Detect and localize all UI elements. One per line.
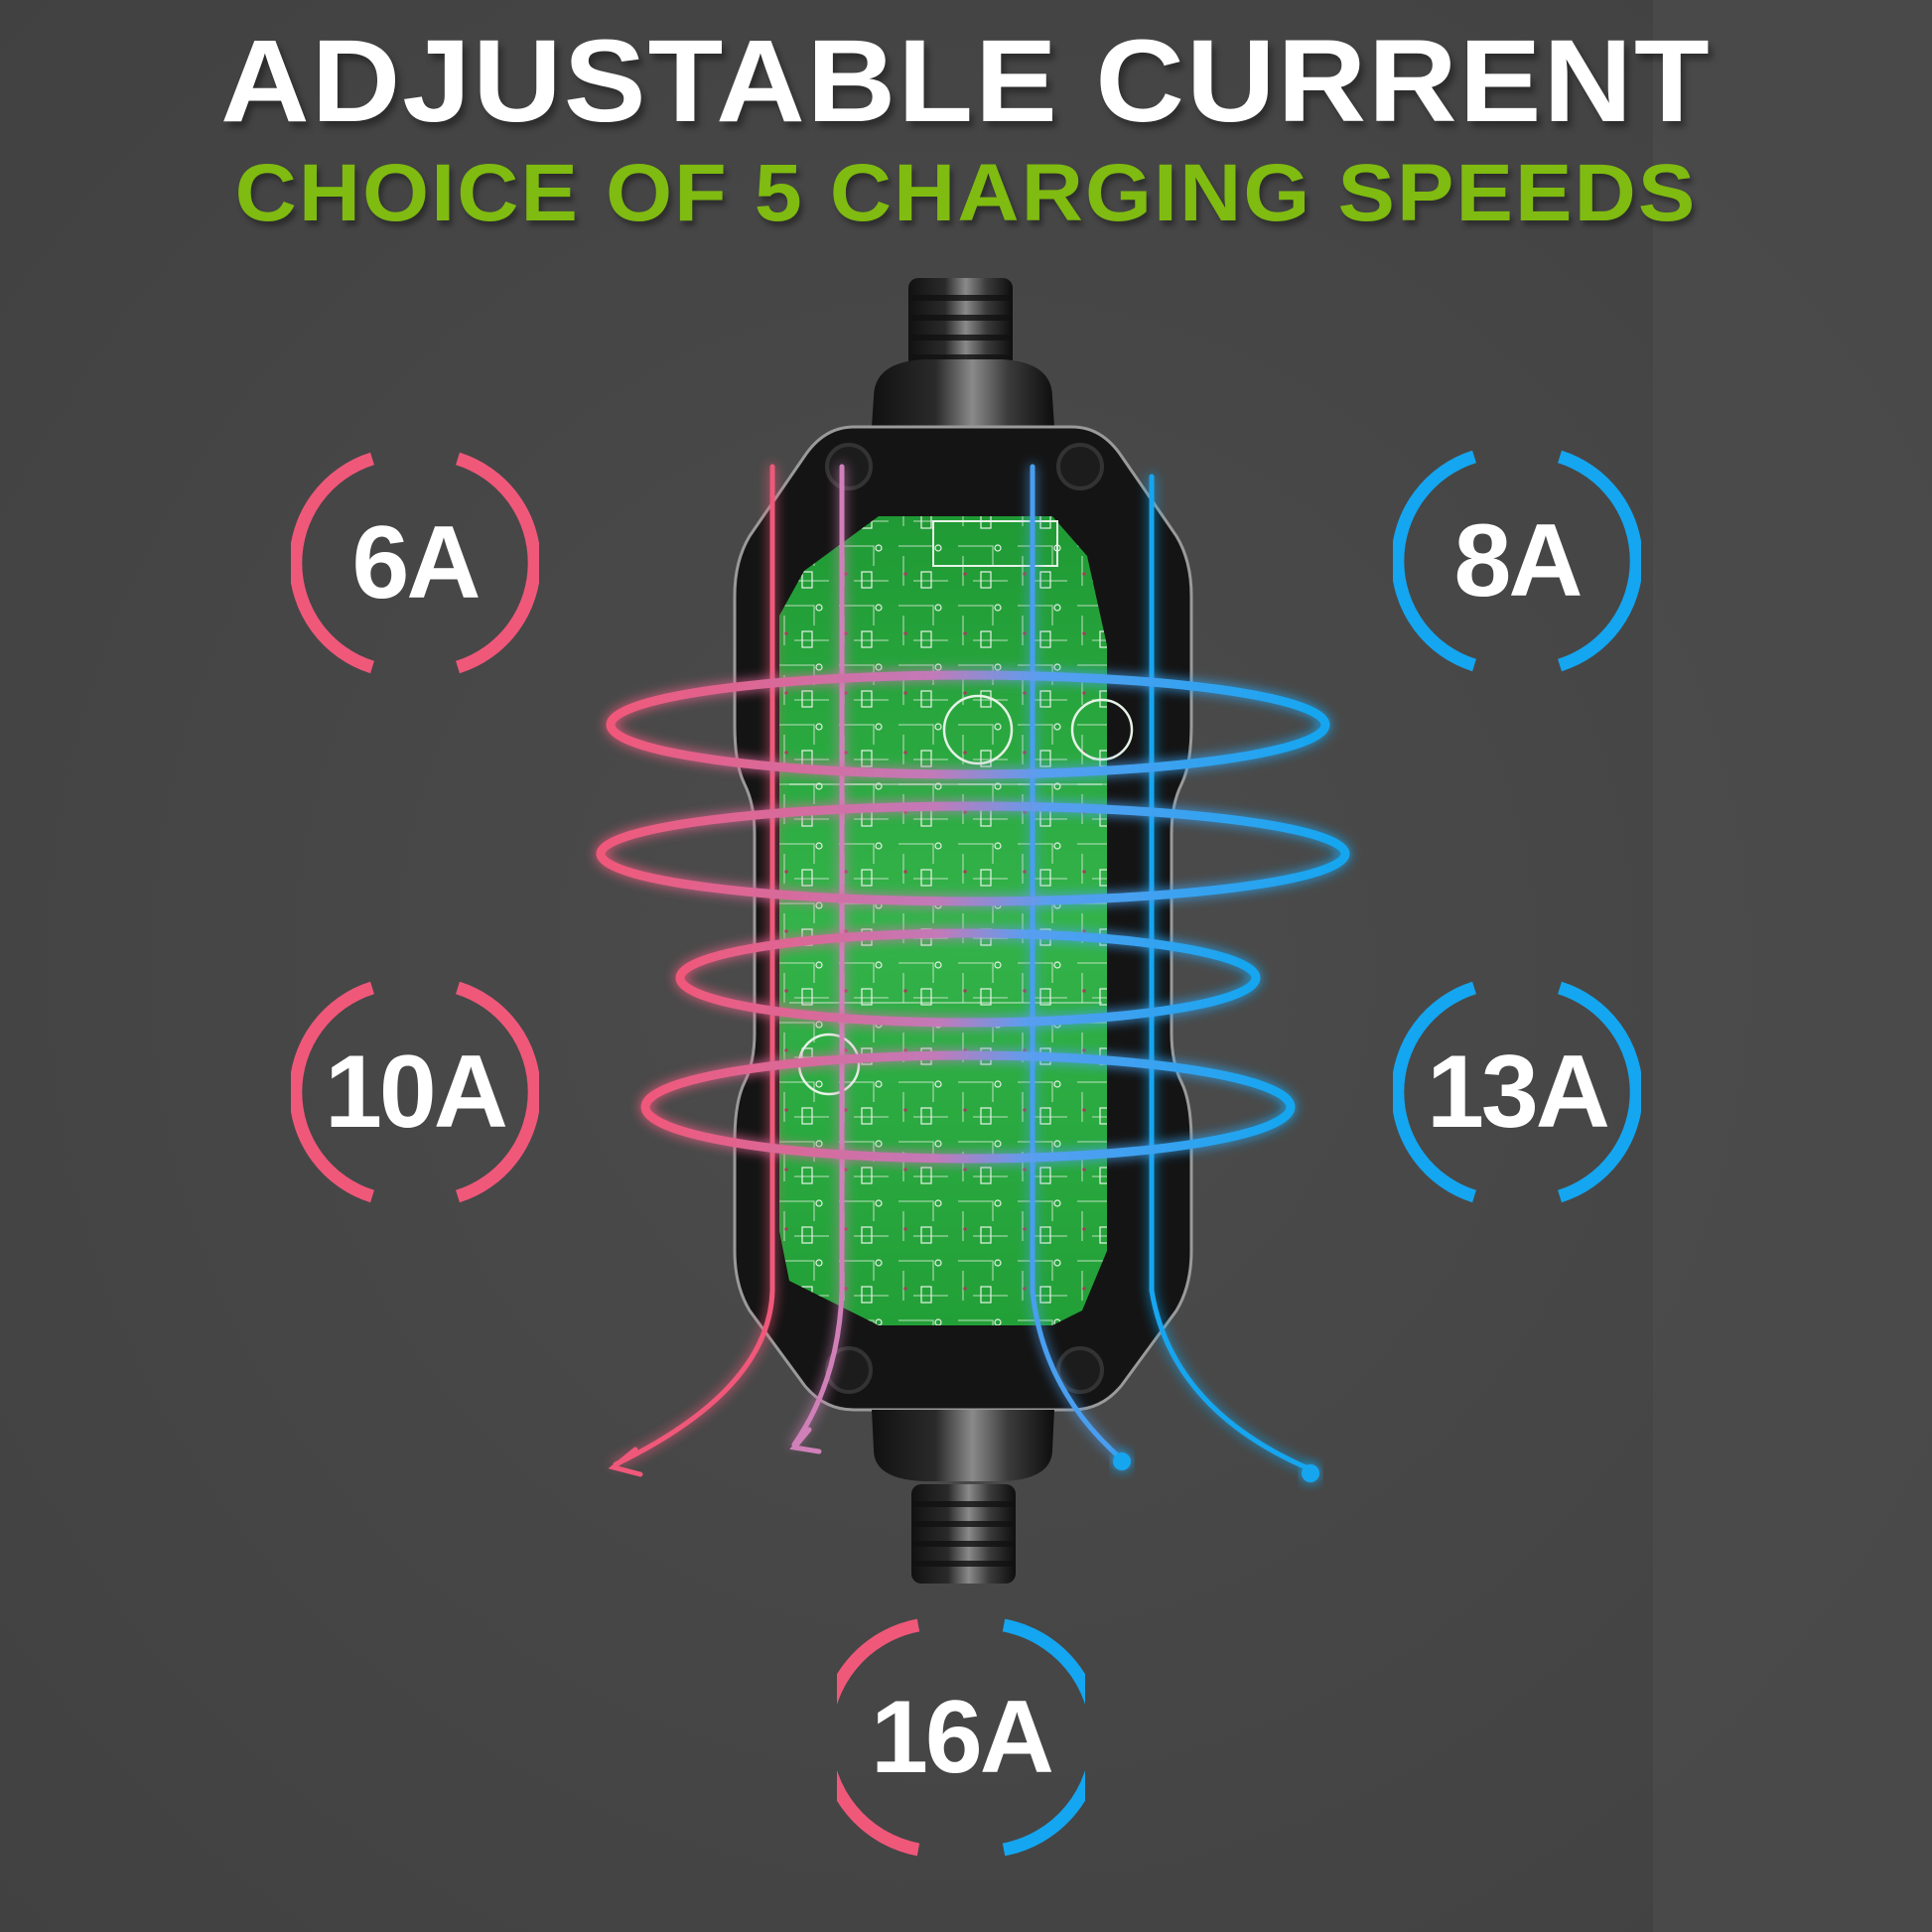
current-option-16a: 16A	[837, 1613, 1085, 1862]
current-label: 16A	[871, 1679, 1054, 1795]
current-label: 6A	[351, 504, 482, 621]
current-label: 8A	[1453, 502, 1584, 619]
bracket-ring-icon	[291, 452, 539, 674]
bracket-ring-icon	[291, 981, 539, 1203]
current-option-6a: 6A	[291, 439, 539, 687]
current-option-10a: 10A	[291, 968, 539, 1216]
current-option-8a: 8A	[1393, 437, 1641, 685]
bracket-ring-icon	[837, 1618, 1085, 1857]
bracket-ring-icon	[1393, 981, 1641, 1203]
current-label: 10A	[325, 1034, 508, 1150]
current-option-13a: 13A	[1393, 968, 1641, 1216]
page-title: ADJUSTABLE CURRENT	[220, 16, 1712, 147]
bracket-ring-icon	[1393, 450, 1641, 672]
background-panel	[1653, 0, 1932, 1932]
page-subtitle: CHOICE OF 5 CHARGING SPEEDS	[234, 148, 1698, 238]
current-label: 13A	[1427, 1034, 1610, 1150]
